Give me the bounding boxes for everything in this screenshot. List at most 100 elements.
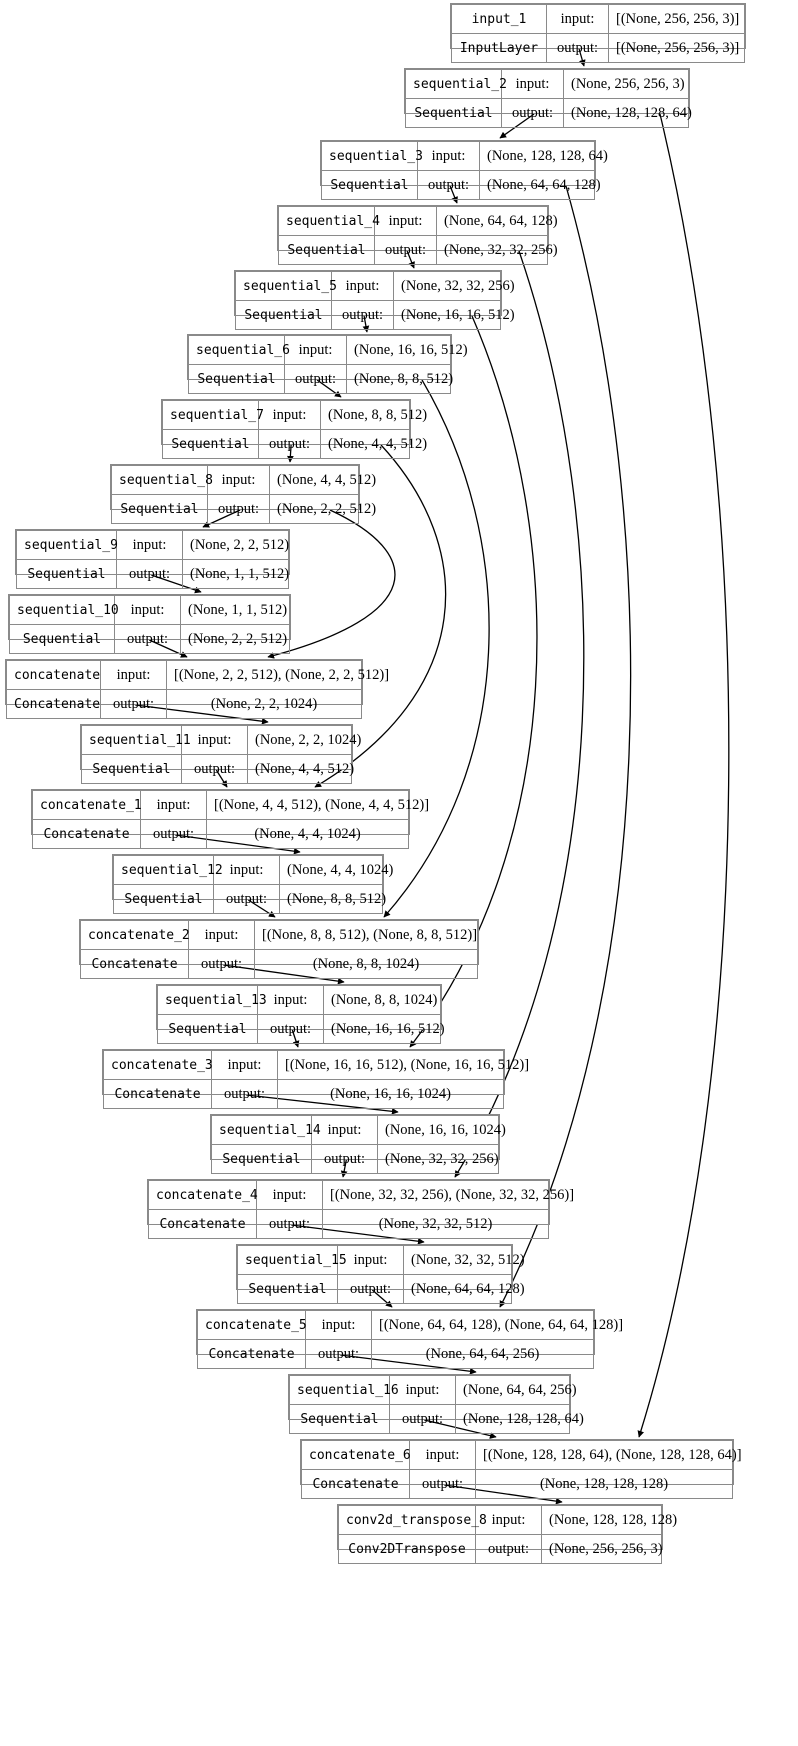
node-output-port-label: output: <box>546 33 609 63</box>
node-input-shape: (None, 16, 16, 512) <box>346 335 468 365</box>
node-class: Sequential <box>81 754 182 784</box>
node-input-port-label: input: <box>100 660 167 690</box>
node-output-port-label: output: <box>116 559 183 589</box>
node-input-shape: (None, 2, 2, 512) <box>182 530 289 560</box>
node-output-shape: (None, 128, 128, 128) <box>475 1469 733 1499</box>
node-output-shape: [(None, 256, 256, 3)] <box>608 33 745 63</box>
node-name: sequential_8 <box>111 465 213 495</box>
node-name: sequential_6 <box>188 335 290 365</box>
node-class: Sequential <box>211 1144 312 1174</box>
node-output-port-label: output: <box>213 884 280 914</box>
node-input-shape: (None, 32, 32, 256) <box>393 271 515 301</box>
node-output-port-label: output: <box>256 1209 323 1239</box>
node-name: input_1 <box>451 4 547 34</box>
node-input-port-label: input: <box>331 271 394 301</box>
node-class: Concatenate <box>80 949 189 979</box>
node-input-shape: [(None, 8, 8, 512), (None, 8, 8, 512)] <box>254 920 478 950</box>
node-input-port-label: input: <box>546 4 609 34</box>
node-input-shape: [(None, 4, 4, 512), (None, 4, 4, 512)] <box>206 790 429 820</box>
node-input-port-label: input: <box>284 335 347 365</box>
node-output-port-label: output: <box>475 1534 542 1564</box>
node-output-port-label: output: <box>181 754 248 784</box>
node-class: Sequential <box>188 364 285 394</box>
node-output-shape: (None, 8, 8, 512) <box>346 364 453 394</box>
node-class: Sequential <box>9 624 115 654</box>
node-name: concatenate_1 <box>32 790 142 820</box>
node-input-port-label: input: <box>181 725 248 755</box>
node-class: Sequential <box>162 429 259 459</box>
node-input-port-label: input: <box>257 985 324 1015</box>
node-class: Concatenate <box>197 1339 306 1369</box>
node-input-shape: (None, 8, 8, 1024) <box>323 985 441 1015</box>
node-output-shape: (None, 8, 8, 512) <box>279 884 386 914</box>
node-name: sequential_2 <box>405 69 507 99</box>
node-input-shape: [(None, 32, 32, 256), (None, 32, 32, 256… <box>322 1180 574 1210</box>
node-input-port-label: input: <box>207 465 270 495</box>
node-output-shape: (None, 16, 16, 512) <box>323 1014 445 1044</box>
node-output-port-label: output: <box>140 819 207 849</box>
node-output-port-label: output: <box>284 364 347 394</box>
node-output-shape: (None, 2, 2, 512) <box>180 624 290 654</box>
node-output-shape: (None, 2, 2, 1024) <box>166 689 362 719</box>
node-input-shape: (None, 2, 2, 1024) <box>247 725 361 755</box>
node-name: sequential_7 <box>162 400 264 430</box>
node-input-port-label: input: <box>374 206 437 236</box>
node-input-port-label: input: <box>409 1440 476 1470</box>
node-output-port-label: output: <box>501 98 564 128</box>
node-input-port-label: input: <box>114 595 181 625</box>
node-class: Concatenate <box>103 1079 212 1109</box>
node-input-shape: (None, 8, 8, 512) <box>320 400 427 430</box>
node-input-shape: (None, 64, 64, 256) <box>455 1375 577 1405</box>
node-input-shape: (None, 16, 16, 1024) <box>377 1115 506 1145</box>
node-output-port-label: output: <box>188 949 255 979</box>
node-output-port-label: output: <box>207 494 270 524</box>
node-class: Sequential <box>289 1404 390 1434</box>
node-name: concatenate_3 <box>103 1050 213 1080</box>
node-input-port-label: input: <box>258 400 321 430</box>
node-output-shape: (None, 4, 4, 512) <box>247 754 354 784</box>
node-output-port-label: output: <box>100 689 167 719</box>
node-name: concatenate_6 <box>301 1440 411 1470</box>
node-name: sequential_3 <box>321 141 423 171</box>
node-input-shape: (None, 128, 128, 128) <box>541 1505 677 1535</box>
node-input-port-label: input: <box>311 1115 378 1145</box>
node-name: sequential_4 <box>278 206 380 236</box>
node-input-port-label: input: <box>389 1375 456 1405</box>
node-output-shape: (None, 16, 16, 1024) <box>277 1079 504 1109</box>
node-class: Conv2DTranspose <box>338 1534 476 1564</box>
node-name: concatenate_4 <box>148 1180 258 1210</box>
node-input-shape: [(None, 64, 64, 128), (None, 64, 64, 128… <box>371 1310 623 1340</box>
node-output-shape: (None, 16, 16, 512) <box>393 300 515 330</box>
node-output-shape: (None, 128, 128, 64) <box>455 1404 584 1434</box>
node-output-shape: (None, 256, 256, 3) <box>541 1534 663 1564</box>
edge-sequential_4-to-concatenate_4 <box>454 250 585 1178</box>
node-class: Concatenate <box>148 1209 257 1239</box>
node-output-port-label: output: <box>211 1079 278 1109</box>
node-input-shape: (None, 256, 256, 3) <box>563 69 689 99</box>
